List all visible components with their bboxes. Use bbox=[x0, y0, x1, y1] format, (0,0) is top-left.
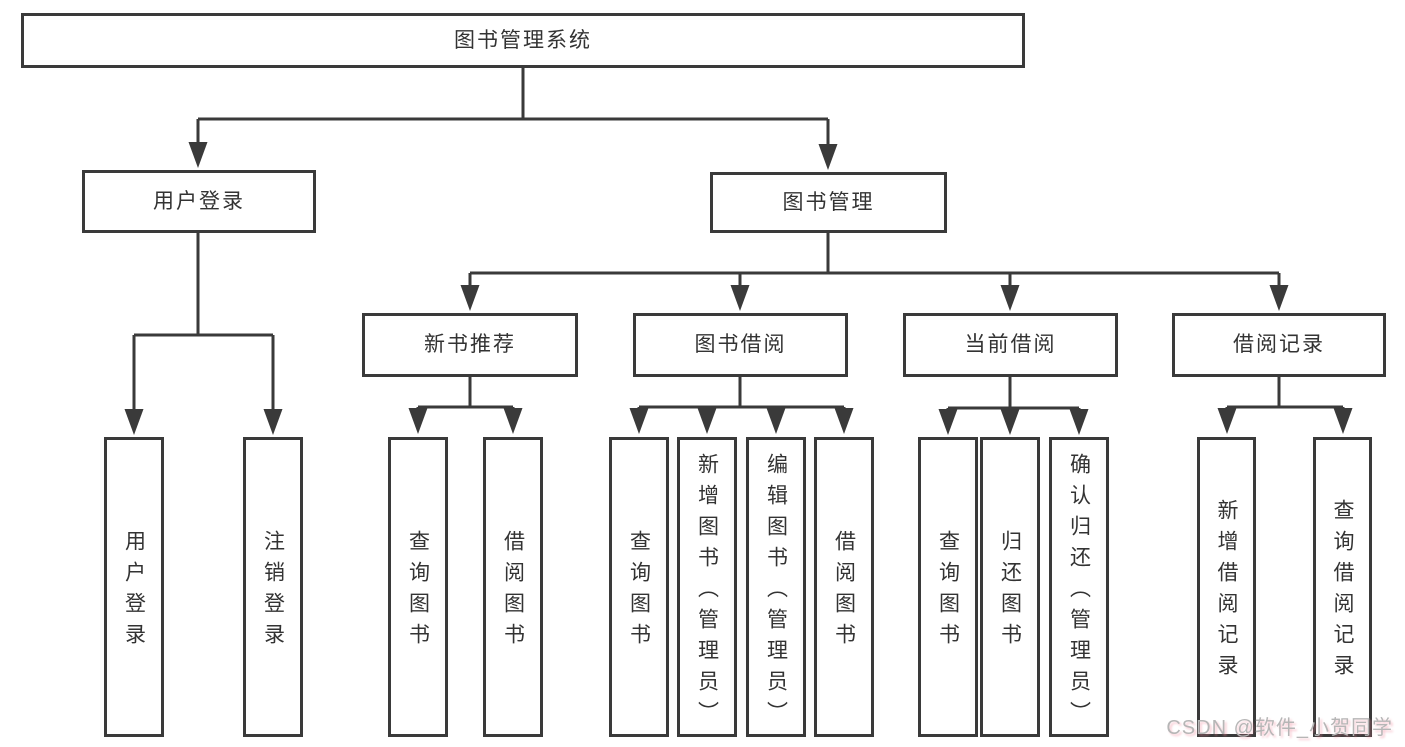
leaf-borrow-book-borrowing: 借阅图书 bbox=[814, 437, 874, 737]
leaf-confirm-return-admin-label: 确认归还（管理员） bbox=[1067, 452, 1091, 732]
leaf-user-login: 用户登录 bbox=[104, 437, 164, 737]
leaf-query-book-recommend-label: 查询图书 bbox=[406, 530, 430, 654]
leaf-add-book-admin-label: 新增图书（管理员） bbox=[695, 452, 719, 732]
leaf-edit-book-admin: 编辑图书（管理员） bbox=[746, 437, 806, 737]
leaf-query-borrow-record-label: 查询借阅记录 bbox=[1331, 499, 1354, 685]
leaf-query-book-borrowing: 查询图书 bbox=[609, 437, 669, 737]
leaf-edit-book-admin-label: 编辑图书（管理员） bbox=[764, 452, 788, 732]
node-current-borrowing: 当前借阅 bbox=[903, 313, 1118, 377]
leaf-query-book-current-label: 查询图书 bbox=[936, 530, 960, 654]
leaf-borrow-book-recommend: 借阅图书 bbox=[483, 437, 543, 737]
leaf-user-login-label: 用户登录 bbox=[122, 530, 146, 654]
leaf-query-book-current: 查询图书 bbox=[918, 437, 978, 737]
leaf-add-borrow-record-label: 新增借阅记录 bbox=[1215, 499, 1238, 685]
leaf-return-book-label: 归还图书 bbox=[998, 530, 1022, 654]
node-book-borrowing: 图书借阅 bbox=[633, 313, 848, 377]
leaf-query-book-recommend: 查询图书 bbox=[388, 437, 448, 737]
node-book-management: 图书管理 bbox=[710, 172, 947, 233]
arrowheads bbox=[124, 142, 1353, 435]
leaf-borrow-book-borrowing-label: 借阅图书 bbox=[832, 530, 856, 654]
node-root: 图书管理系统 bbox=[21, 13, 1025, 68]
node-user-login: 用户登录 bbox=[82, 170, 316, 233]
leaf-query-borrow-record: 查询借阅记录 bbox=[1313, 437, 1372, 737]
leaf-return-book: 归还图书 bbox=[980, 437, 1040, 737]
node-borrowing-records: 借阅记录 bbox=[1172, 313, 1386, 377]
leaf-borrow-book-recommend-label: 借阅图书 bbox=[501, 530, 525, 654]
node-new-book-recommend: 新书推荐 bbox=[362, 313, 578, 377]
leaf-logout: 注销登录 bbox=[243, 437, 303, 737]
leaf-logout-label: 注销登录 bbox=[261, 530, 285, 654]
leaf-add-borrow-record: 新增借阅记录 bbox=[1197, 437, 1256, 737]
leaf-query-book-borrowing-label: 查询图书 bbox=[627, 530, 651, 654]
leaf-confirm-return-admin: 确认归还（管理员） bbox=[1049, 437, 1109, 737]
leaf-add-book-admin: 新增图书（管理员） bbox=[677, 437, 737, 737]
